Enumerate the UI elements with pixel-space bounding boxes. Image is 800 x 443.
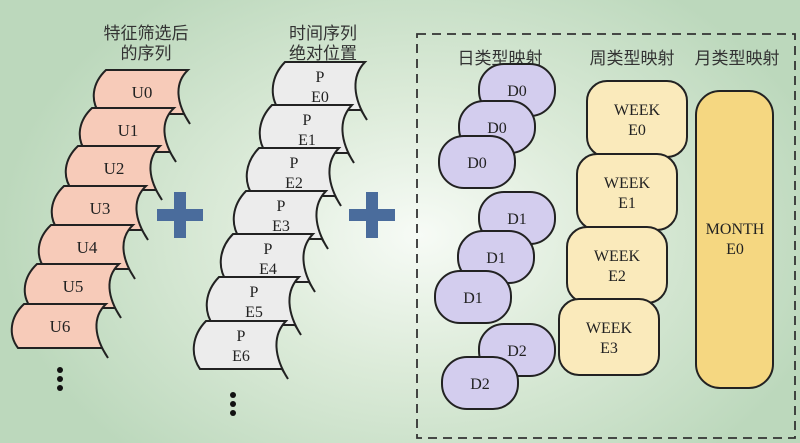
ellipsis-icon — [57, 367, 63, 391]
card-label: WEEK — [604, 175, 651, 192]
card-label: U2 — [104, 159, 125, 178]
feature-sequence-title: 特征筛选后 的序列 — [104, 24, 189, 64]
card-label: E0 — [628, 122, 646, 139]
card-label: E5 — [245, 304, 263, 321]
card-label: D0 — [467, 155, 487, 172]
title-line: 的序列 — [120, 44, 172, 63]
card-label: P — [316, 69, 325, 86]
title-line: 绝对位置 — [289, 44, 357, 63]
card-label: E3 — [600, 340, 618, 357]
card-label: U6 — [50, 317, 71, 336]
card-label: U0 — [132, 83, 153, 102]
card-label: D0 — [487, 120, 507, 137]
card-label: E0 — [726, 241, 744, 258]
card-label: D0 — [507, 83, 527, 100]
plus-icon — [157, 192, 203, 238]
card-label: P — [264, 241, 273, 258]
week-card-e0: WEEK E0 — [586, 80, 688, 158]
card-label: E1 — [618, 195, 636, 212]
card-label: E6 — [232, 348, 250, 365]
ellipsis-icon — [230, 392, 236, 416]
day-card-d1: D1 — [434, 270, 512, 324]
week-card-e1: WEEK E1 — [576, 153, 678, 231]
plus-icon — [349, 192, 395, 238]
card-label: D1 — [507, 211, 527, 228]
card-label: E1 — [298, 132, 316, 149]
card-label: E0 — [311, 89, 329, 106]
card-label: E3 — [272, 218, 290, 235]
absolute-position-title: 时间序列 绝对位置 — [289, 24, 357, 64]
card-label: P — [303, 112, 312, 129]
card-label: D1 — [486, 250, 506, 267]
card-label: D1 — [463, 290, 483, 307]
card-label: WEEK — [594, 248, 641, 265]
title-line: 特征筛选后 — [103, 24, 189, 43]
day-card-d2: D2 — [441, 356, 519, 410]
card-label: P — [277, 198, 286, 215]
card-label: WEEK — [614, 102, 661, 119]
week-card-e3: WEEK E3 — [558, 298, 660, 376]
card-label: E2 — [608, 268, 626, 285]
card-label: E4 — [259, 261, 277, 278]
card-label: P — [290, 155, 299, 172]
card-label: D2 — [470, 376, 490, 393]
day-card-d0: D0 — [438, 135, 516, 189]
card-label: WEEK — [586, 320, 633, 337]
card-label: U5 — [63, 277, 84, 296]
sequence-card-u6: U6 — [10, 303, 109, 359]
card-label: U4 — [77, 238, 98, 257]
card-label: P — [237, 328, 246, 345]
position-card-e6: P E6 — [192, 320, 289, 380]
card-label: E2 — [285, 175, 303, 192]
card-label: P — [250, 284, 259, 301]
week-mapping-title: 周类型映射 — [589, 49, 675, 68]
week-card-e2: WEEK E2 — [566, 226, 668, 304]
mapping-group-box — [416, 33, 796, 439]
card-label: U3 — [90, 199, 111, 218]
title-line: 时间序列 — [289, 24, 357, 43]
card-label: U1 — [118, 121, 139, 140]
card-label: D2 — [507, 343, 527, 360]
month-mapping-title: 月类型映射 — [694, 49, 780, 68]
card-label: MONTH — [706, 221, 765, 238]
month-card-e0: MONTH E0 — [695, 90, 774, 389]
